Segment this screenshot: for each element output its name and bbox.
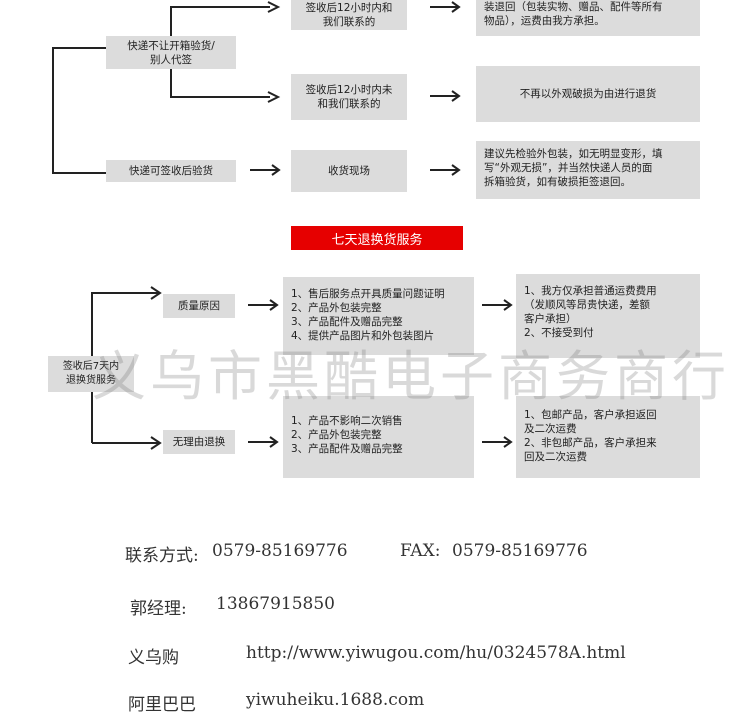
manager-phone: 13867915850	[216, 594, 335, 614]
step-box: 收货现场	[291, 150, 407, 192]
manager-label: 郭经理:	[130, 599, 187, 619]
phone-number: 0579-85169776	[212, 541, 348, 561]
result-box: 装退回（包装实物、赠品、配件等所有 物品），运费由我方承担。	[476, 0, 700, 36]
connector	[52, 47, 106, 49]
arrow-right-icon	[248, 436, 279, 448]
connector	[91, 292, 93, 356]
arrow-right-icon	[430, 1, 461, 13]
connector	[170, 96, 270, 98]
yiwugou-label: 义乌购	[128, 648, 179, 668]
arrow-right-icon	[430, 164, 461, 176]
section-title: 七天退换货服务	[291, 226, 463, 250]
condition-box: 1、产品不影响二次销售 2、产品外包装完整 3、产品配件及赠品完整	[283, 396, 474, 478]
arrow-right-icon	[482, 436, 513, 448]
arrow-right-icon	[250, 164, 281, 176]
arrow-right-icon	[482, 299, 513, 311]
result-box: 1、包邮产品，客户承担返回 及二次运费 2、非包邮产品，客户承担来 回及二次运费	[516, 396, 700, 478]
connector	[91, 387, 93, 443]
fax-number: 0579-85169776	[452, 541, 588, 561]
category-box: 质量原因	[163, 294, 235, 318]
condition-box: 1、售后服务点开具质量问题证明 2、产品外包装完整 3、产品配件及赠品完整 4、…	[283, 277, 474, 355]
step-box: 签收后12小时内和 我们联系的	[291, 0, 407, 30]
arrow-right-icon	[267, 1, 281, 13]
result-box: 1、我方仅承担普通运费费用 （发顺风等昂贵快递，差额 客户承担） 2、不接受到付	[516, 274, 700, 358]
step-box: 签收后12小时内未 和我们联系的	[291, 74, 407, 120]
connector	[170, 6, 270, 8]
arrow-right-icon	[92, 436, 162, 450]
connector	[52, 47, 54, 174]
yiwugou-link[interactable]: http://www.yiwugou.com/hu/0324578A.html	[246, 643, 626, 663]
watermark-text: 义乌市黑酷电子商务商行	[92, 345, 730, 408]
category-box: 无理由退换	[163, 430, 235, 454]
arrow-right-icon	[248, 299, 279, 311]
fax-label: FAX:	[400, 541, 441, 561]
result-box: 不再以外观破损为由进行退货	[476, 66, 700, 122]
arrow-right-icon	[430, 90, 461, 102]
result-box: 建议先检验外包装，如无明显变形，填 写“外观无损”，并当然快递人员的面 拆箱验货…	[476, 141, 700, 199]
condition-box: 快递不让开箱验货/ 别人代签	[106, 36, 236, 69]
alibaba-label: 阿里巴巴	[128, 695, 196, 715]
connector	[52, 172, 106, 174]
alibaba-link[interactable]: yiwuheiku.1688.com	[246, 690, 425, 710]
condition-box: 快递可签收后验货	[106, 160, 236, 182]
phone-label: 联系方式:	[125, 546, 199, 566]
arrow-right-icon	[267, 91, 281, 103]
arrow-right-icon	[92, 286, 162, 300]
root-box: 签收后7天内 退换货服务	[48, 356, 134, 392]
